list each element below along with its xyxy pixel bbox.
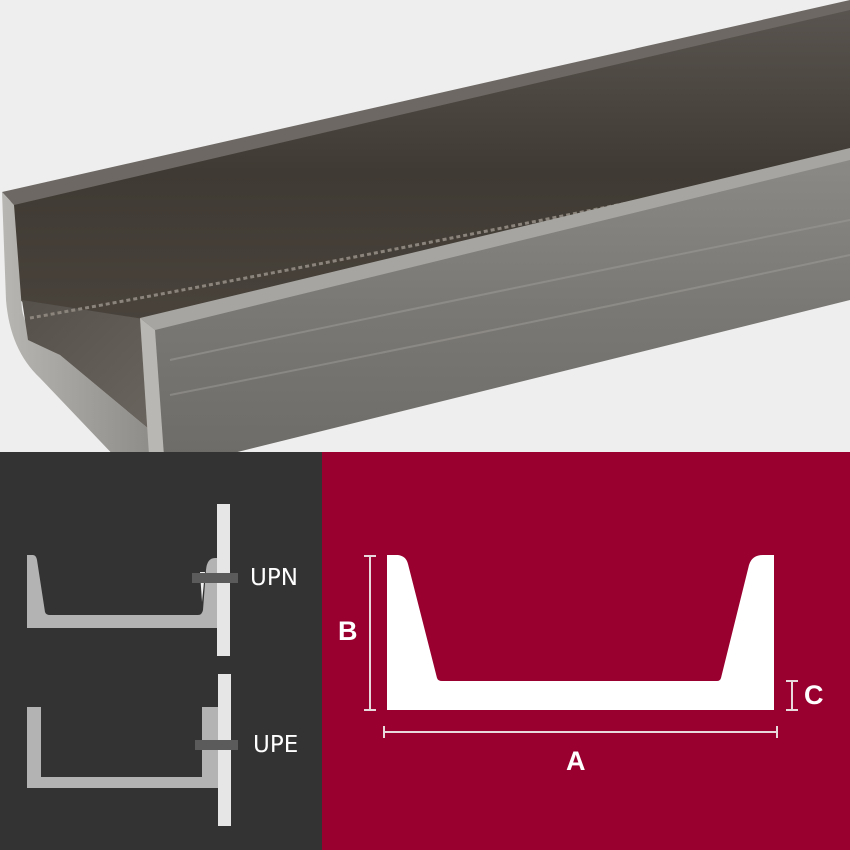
dimension-c-label: C — [804, 680, 824, 710]
channel-cross-section — [387, 555, 774, 710]
dimension-diagram-panel: B C A — [322, 452, 850, 850]
dimension-b-line — [364, 555, 376, 711]
upn-label: UPN — [250, 565, 298, 591]
dimension-a-label: A — [566, 746, 586, 776]
profile-mounting-diagram — [27, 504, 238, 826]
channel-dimension-diagram — [364, 555, 798, 738]
upe-label: UPE — [253, 732, 299, 758]
steel-channel-illustration — [2, 0, 850, 452]
dimension-b-label: B — [338, 616, 358, 646]
upn-profile-icon — [27, 504, 238, 656]
dimension-a-line — [383, 726, 778, 738]
mounting-diagram-panel: UPN UPE — [0, 452, 322, 850]
upe-profile-icon — [27, 674, 238, 826]
dimension-c-line — [786, 680, 798, 711]
product-photo — [0, 0, 850, 452]
